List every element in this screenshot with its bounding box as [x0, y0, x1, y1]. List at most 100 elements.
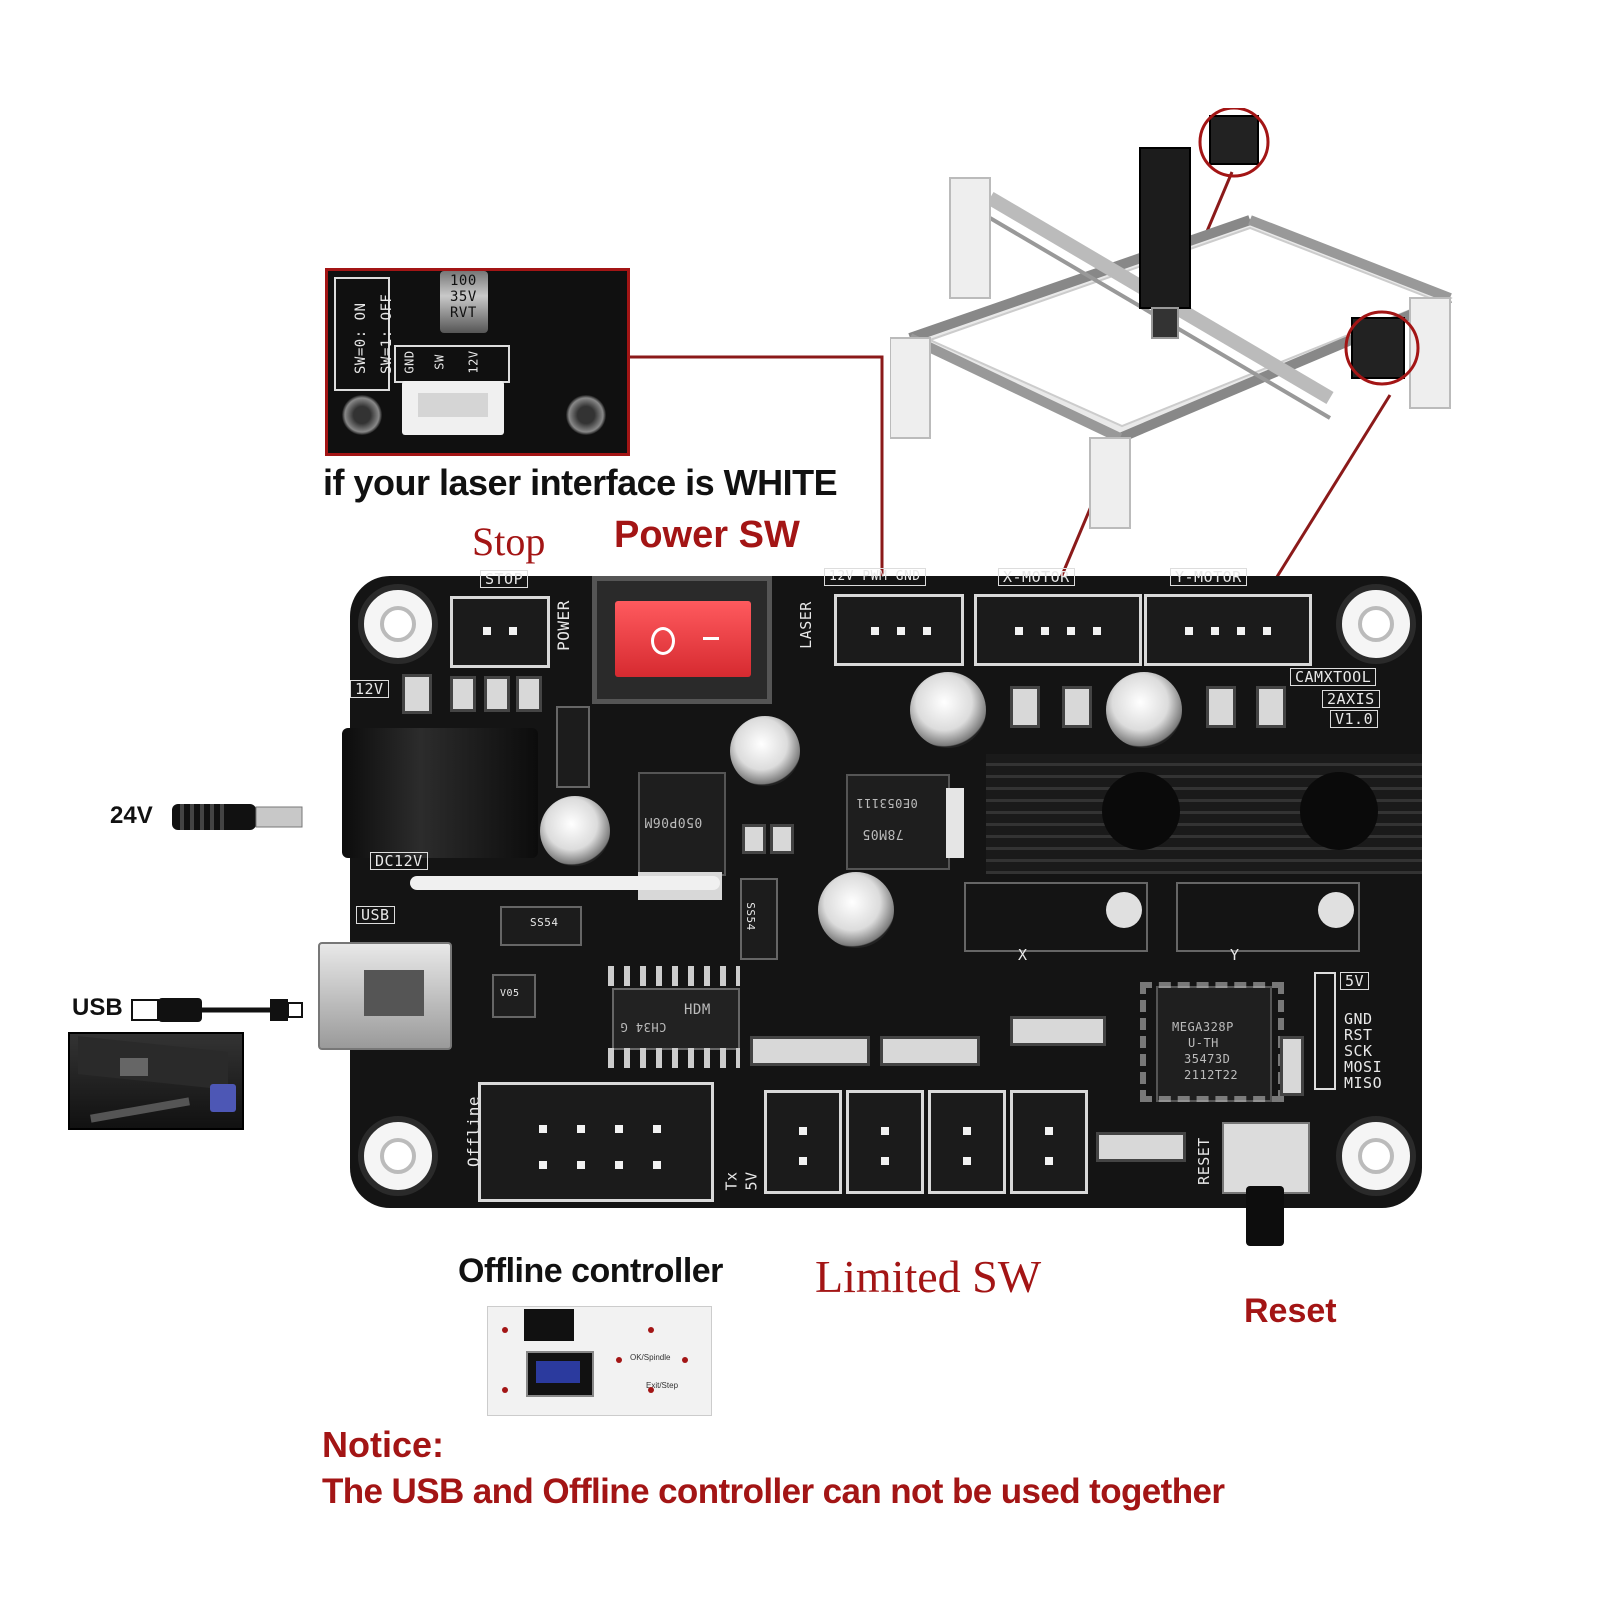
tx-silk: Tx	[722, 1171, 741, 1191]
module-header	[524, 1309, 574, 1341]
cap-text-2: 35V	[450, 289, 477, 305]
x-silk: X	[1018, 946, 1028, 964]
capacitor-1	[540, 796, 610, 866]
v12-silk: 12V	[350, 680, 389, 698]
stop-connector[interactable]	[450, 596, 550, 668]
capacitor-2	[730, 716, 800, 786]
regulator-text: 78M05	[862, 826, 904, 841]
x-motor-silk: X-MOTOR	[998, 568, 1075, 586]
offline-controller-label: Offline controller	[458, 1252, 723, 1290]
capacitor	[440, 271, 488, 333]
brand-camxtool: CAMXTOOL	[1290, 668, 1377, 686]
sw0-label: SW=0: ON	[353, 302, 369, 374]
screw-left	[342, 395, 382, 435]
mcu-text-1: MEGA328P	[1172, 1020, 1234, 1034]
x-driver-components	[964, 882, 1148, 952]
mount-hole-tr	[1336, 584, 1416, 664]
module-oled	[526, 1351, 594, 1397]
isp-miso-silk: MISO	[1344, 1074, 1383, 1092]
dc-jack[interactable]	[342, 728, 538, 858]
y-motor-highlight	[1344, 310, 1420, 386]
mosfet-chip: 050P06M	[638, 772, 726, 876]
laser-interface-photo: SW=0: ON SW=1: OFF 100 35V RVT GND SW 12…	[325, 268, 630, 456]
diode-1	[556, 706, 590, 788]
usb-silk: USB	[356, 906, 395, 924]
limited-sw-label: Limited SW	[815, 1251, 1042, 1302]
power-silk: POWER	[553, 600, 573, 651]
isp-mosi-silk: MOSI	[1344, 1058, 1383, 1076]
mount-hole-bl	[358, 1116, 438, 1196]
y-motor-silk: Y-MOTOR	[1170, 568, 1247, 586]
capacitor-4	[1106, 672, 1182, 748]
stop-label: Stop	[472, 519, 546, 564]
dc-plug-icon	[172, 804, 303, 830]
diode-3-text: SS54	[530, 916, 559, 929]
isp-gnd-silk: GND	[1344, 1010, 1373, 1028]
usb-serial-chip: CH34 G HDM	[612, 988, 740, 1050]
v5-small-silk: 5V	[742, 1171, 761, 1191]
y-motor-connector[interactable]	[1144, 594, 1312, 666]
y-driver-components	[1176, 882, 1360, 952]
brand-2axis: 2AXIS	[1322, 690, 1380, 708]
isp-header[interactable]	[1314, 972, 1336, 1090]
laptop-usb-photo	[68, 1032, 244, 1130]
offline-connector[interactable]	[478, 1082, 714, 1202]
usb-port[interactable]	[318, 942, 452, 1050]
stop-silk: STOP	[480, 570, 529, 588]
power-switch-rocker[interactable]	[615, 601, 751, 677]
reset-button[interactable]	[1222, 1122, 1310, 1194]
module-button-label-2: Exit/Step	[646, 1381, 679, 1390]
notice-title: Notice:	[322, 1424, 445, 1465]
brand-version: V1.0	[1330, 710, 1379, 728]
fuse-chip: V05	[492, 974, 536, 1018]
laser-connector[interactable]	[834, 594, 964, 666]
limit-switch-connector-3[interactable]	[928, 1090, 1006, 1194]
limit-switch-connector-1[interactable]	[764, 1090, 842, 1194]
y-trimpot[interactable]	[1318, 892, 1354, 928]
usb-cable-icon	[131, 998, 303, 1022]
diode-2-text: SS54	[743, 902, 757, 931]
module-button-label-1: OK/Spindle	[630, 1353, 671, 1362]
y-motor-callout-line	[1273, 394, 1392, 581]
screw-right	[566, 395, 606, 435]
diode-3: SS54	[500, 906, 582, 946]
cap-text-1: 100	[450, 273, 477, 289]
x-motor-highlight	[1198, 108, 1270, 178]
laser-pins-silk: 12V PWM GND	[824, 568, 926, 586]
notice-body: The USB and Offline controller can not b…	[322, 1472, 1225, 1511]
laser-callout-line	[630, 355, 884, 583]
laser-interface-caption: if your laser interface is WHITE	[323, 462, 838, 503]
reset-label: Reset	[1244, 1292, 1337, 1330]
motor-driver-heatsink	[986, 754, 1422, 874]
led-12v	[402, 674, 432, 714]
limit-switch-connector-2[interactable]	[846, 1090, 924, 1194]
laser-engraver-machine	[890, 108, 1453, 529]
capacitor-3	[910, 672, 986, 748]
offline-controller-module: OK/Spindle Exit/Step	[487, 1306, 712, 1416]
pin-sw-label: SW	[432, 354, 447, 370]
isp-5v-silk: 5V	[1340, 972, 1370, 990]
regulator-chip: 78M05 0E053111	[846, 774, 950, 870]
reset-button-plunger[interactable]	[1246, 1186, 1284, 1246]
power-switch[interactable]	[592, 576, 772, 704]
controller-board: STOP POWER LASER 12V PWM GND X-MOTOR Y-M…	[318, 568, 1422, 1246]
laser-silk: LASER	[796, 601, 815, 649]
dc12v-silk: DC12V	[370, 852, 428, 870]
pin-12v-label: 12V	[466, 350, 481, 374]
limit-switch-connector-4[interactable]	[1010, 1090, 1088, 1194]
v24-label: 24V	[110, 802, 153, 829]
usb-label: USB	[72, 994, 123, 1021]
mcu-text-4: 2112T22	[1184, 1068, 1239, 1082]
mcu-text-3: 35473D	[1184, 1052, 1231, 1066]
pin-gnd-label: GND	[402, 350, 417, 374]
sw1-label: SW=1: OFF	[379, 293, 395, 374]
usb-chip-text-2: HDM	[684, 1002, 711, 1018]
mount-hole-br	[1336, 1116, 1416, 1196]
x-trimpot[interactable]	[1106, 892, 1142, 928]
cap-text-3: RVT	[450, 305, 477, 321]
usb-chip-text-1: CH34 G	[620, 1020, 667, 1034]
fuse-text: V05	[500, 988, 520, 999]
x-motor-connector[interactable]	[974, 594, 1142, 666]
mosfet-text: 050P06M	[644, 814, 703, 829]
power-sw-label: Power SW	[614, 514, 800, 556]
